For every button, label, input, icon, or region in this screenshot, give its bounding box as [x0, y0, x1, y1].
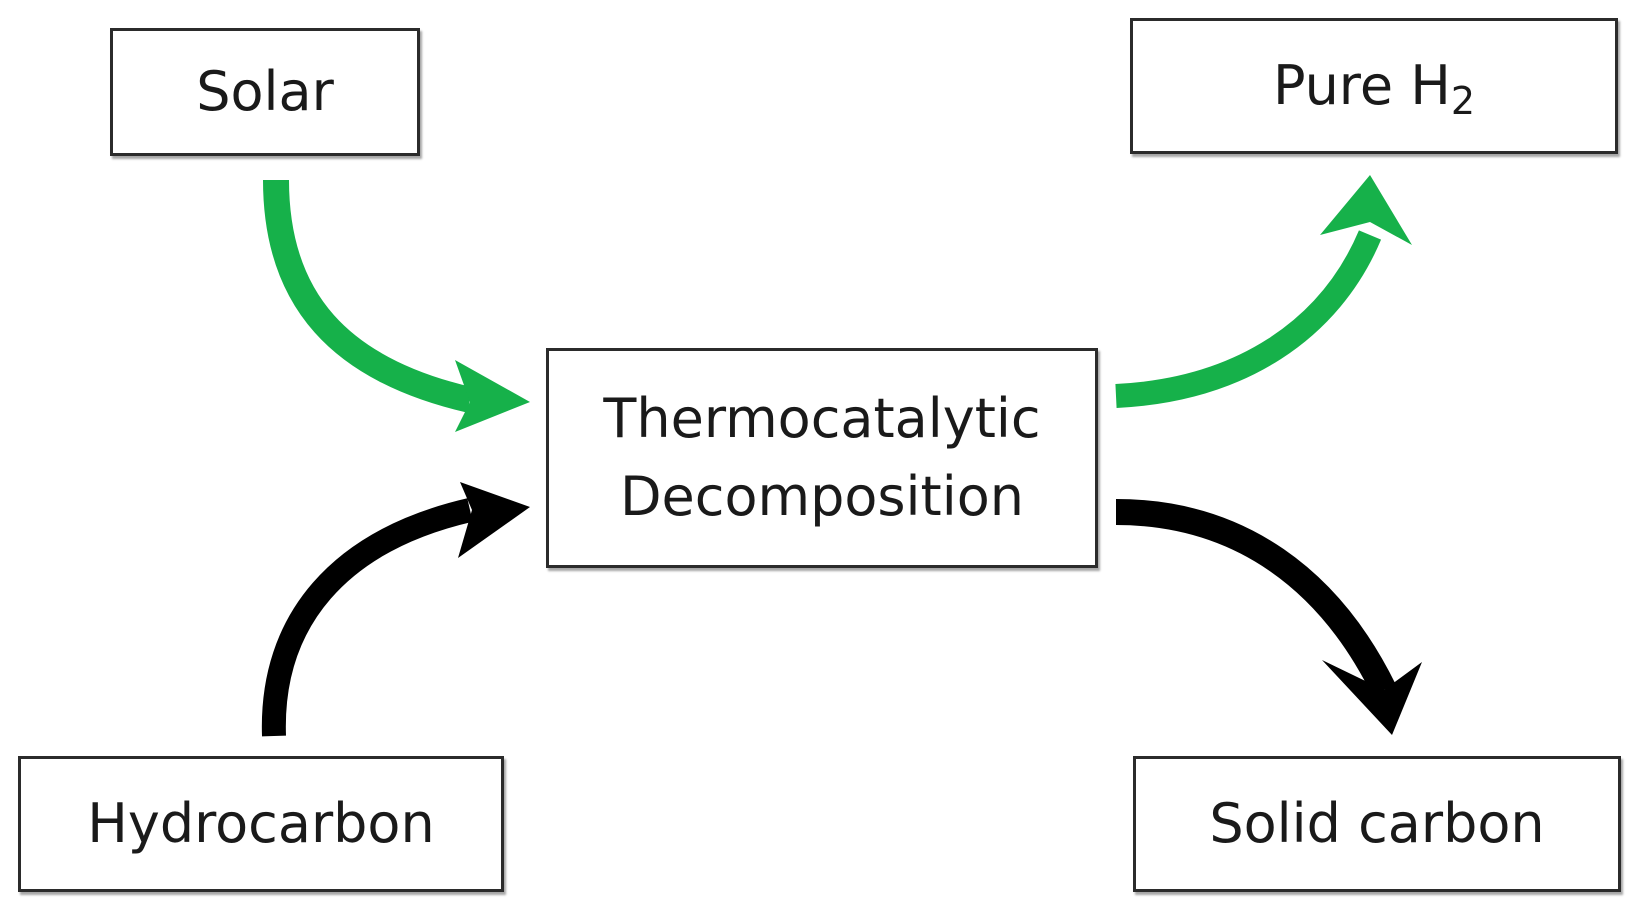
- solar-label: Solar: [196, 59, 334, 123]
- arrow-solar-to-process-head: [455, 360, 530, 432]
- pure-h2-subscript: 2: [1450, 78, 1476, 123]
- pure-h2-box: Pure H2: [1130, 18, 1618, 154]
- pure-h2-label: Pure H2: [1273, 47, 1475, 125]
- arrow-solar-to-process: [263, 179, 473, 413]
- process-label: Thermocatalytic Decomposition: [603, 380, 1040, 537]
- arrow-process-to-h2-head: [1320, 175, 1412, 245]
- pure-h2-text: Pure H: [1272, 53, 1451, 117]
- arrow-process-to-h2: [1115, 230, 1382, 408]
- solar-box: Solar: [110, 28, 420, 156]
- hydrocarbon-box: Hydrocarbon: [18, 756, 504, 892]
- solid-carbon-box: Solid carbon: [1133, 756, 1621, 892]
- arrow-hydrocarbon-to-process-head: [458, 482, 530, 558]
- solid-carbon-label: Solid carbon: [1209, 791, 1545, 855]
- hydrocarbon-label: Hydrocarbon: [87, 791, 435, 855]
- arrow-hydrocarbon-to-process: [261, 498, 473, 737]
- process-label-line2: Decomposition: [619, 465, 1024, 528]
- arrow-process-to-carbon-head: [1322, 660, 1422, 735]
- process-box: Thermocatalytic Decomposition: [546, 348, 1098, 568]
- process-label-line1: Thermocatalytic: [603, 386, 1041, 450]
- arrow-process-to-carbon: [1115, 499, 1396, 696]
